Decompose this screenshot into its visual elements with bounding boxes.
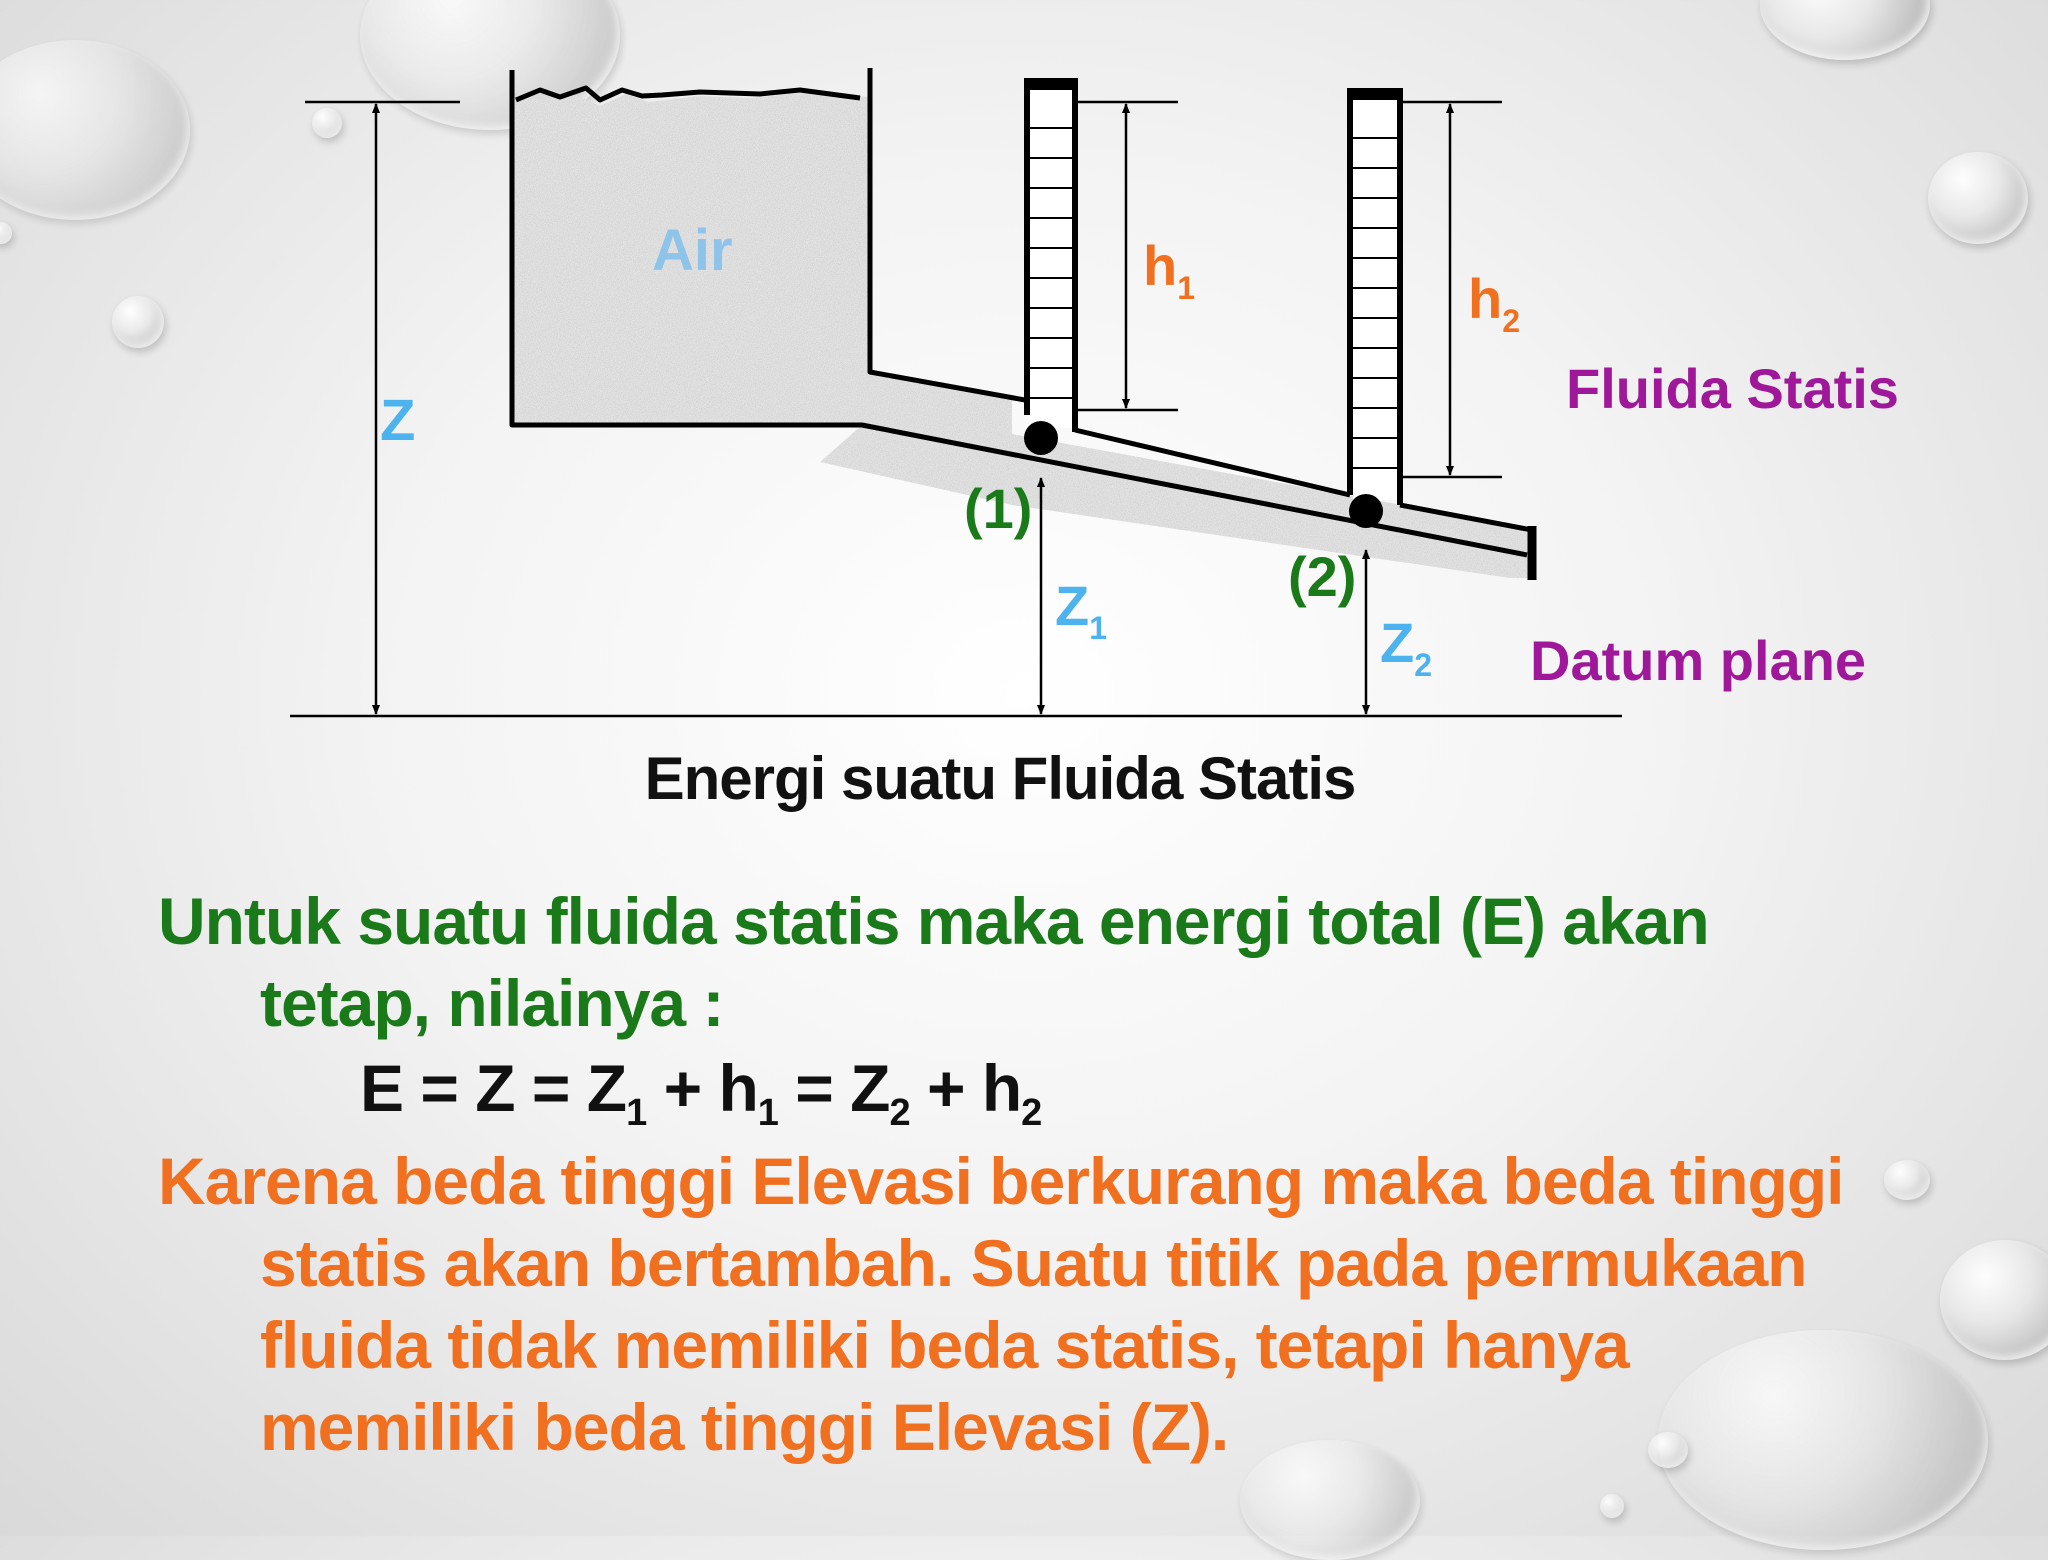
water-drop-decoration <box>1600 1494 1624 1518</box>
h1-label: h1 <box>1143 234 1195 306</box>
paragraph-line: statis akan bertambah. Suatu titik pada … <box>260 1226 1807 1300</box>
water-drop-decoration <box>1658 1330 1988 1550</box>
paragraph-static-energy: Untuk suatu fluida statis maka energi to… <box>158 880 1710 1044</box>
point-2-label: (2) <box>1288 545 1356 608</box>
point-1-label: (1) <box>964 477 1032 540</box>
paragraph-line: Karena beda tinggi Elevasi berkurang mak… <box>158 1144 1844 1218</box>
water-body <box>512 92 1532 578</box>
water-drop-decoration <box>112 296 164 348</box>
water-drop-decoration <box>1940 1240 2048 1360</box>
z1-label: Z1 <box>1055 574 1107 646</box>
water-drop-decoration <box>1648 1432 1688 1468</box>
energy-formula: E = Z = Z1 + h1 = Z2 + h2 <box>360 1051 1042 1134</box>
fluida-statis-label: Fluida Statis <box>1566 357 1899 420</box>
water-drop-decoration <box>1884 1160 1930 1200</box>
paragraph-line: Untuk suatu fluida statis maka energi to… <box>158 884 1710 958</box>
tank-outline <box>509 68 1537 580</box>
paragraph-elevation-explanation: Karena beda tinggi Elevasi berkurang mak… <box>158 1140 1844 1468</box>
datum-plane-label: Datum plane <box>1530 629 1866 692</box>
z2-label: Z2 <box>1380 611 1432 683</box>
h2-label: h2 <box>1468 267 1520 339</box>
paragraph-line: memiliki beda tinggi Elevasi (Z). <box>260 1390 1229 1464</box>
water-drop-decoration <box>0 40 190 220</box>
point-2-marker <box>1349 494 1383 528</box>
water-drop-decoration <box>0 222 12 244</box>
dimension-lines <box>290 100 1622 718</box>
paragraph-line: fluida tidak memiliki beda statis, tetap… <box>260 1308 1630 1382</box>
water-drop-decoration <box>312 108 342 138</box>
paragraph-line: tetap, nilainya : <box>260 966 724 1040</box>
piezometer-tube-2 <box>1347 88 1403 528</box>
z-label: Z <box>380 388 415 453</box>
diagram-caption: Energi suatu Fluida Statis <box>644 745 1357 812</box>
air-label: Air <box>652 218 733 283</box>
water-drop-decoration <box>1928 152 2028 244</box>
point-1-marker <box>1024 421 1058 455</box>
piezometer-tube-1 <box>1024 78 1078 455</box>
